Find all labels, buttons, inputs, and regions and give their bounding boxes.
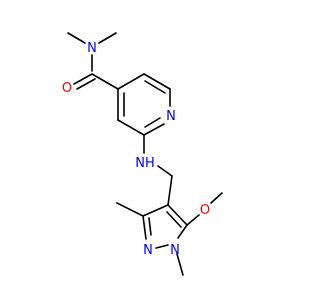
atom-labels: N O N NH O N N — [62, 41, 210, 258]
atom-n-pyrazole-1: N — [170, 243, 180, 258]
bond-c5-o — [186, 214, 200, 226]
bond-pz-c4-c5-inner — [166, 211, 182, 228]
atom-o-methoxy: O — [200, 203, 210, 218]
atom-n-pyrazole-2: N — [143, 243, 153, 258]
bond-py-c3-c2-inner — [144, 80, 166, 94]
bond-pz-c3-n2-inner — [148, 217, 152, 236]
atom-n-amide: N — [87, 41, 97, 56]
bond-pz-c4-c5 — [167, 204, 188, 226]
bond-nmethyl-a — [67, 32, 86, 44]
bond-carbonyl-1 — [73, 73, 93, 85]
atom-n-pyridine: N — [166, 109, 176, 124]
atom-o-carbonyl: O — [62, 81, 72, 96]
bond-o-methyl — [210, 192, 223, 204]
bond-c3-methyl — [116, 202, 144, 217]
bond-pz-n1-c5 — [177, 224, 188, 239]
bond-nh-ch2 — [157, 165, 173, 177]
bond-pz-c4-c3 — [142, 204, 169, 217]
bond-pz-n2-n1 — [155, 244, 169, 249]
bond-pz-c3-n2 — [142, 215, 147, 240]
bond-nmethyl-b — [98, 32, 117, 44]
bond-n1-methyl — [176, 253, 184, 276]
bond-py-n-c6-inner — [144, 117, 161, 128]
bond-py-c4-c3 — [117, 73, 145, 90]
bond-py-n-c6 — [143, 123, 165, 136]
bond-py-c3-c2 — [143, 73, 171, 90]
molecule-structure: N O N NH O N N — [62, 32, 223, 276]
bonds — [67, 32, 223, 276]
bond-ch2-pz — [167, 175, 173, 206]
bond-py-c6-c5 — [117, 119, 145, 136]
atom-nh-amine: NH — [135, 156, 155, 171]
bond-amide-ring — [91, 73, 119, 90]
bond-carbonyl-2 — [76, 78, 96, 90]
